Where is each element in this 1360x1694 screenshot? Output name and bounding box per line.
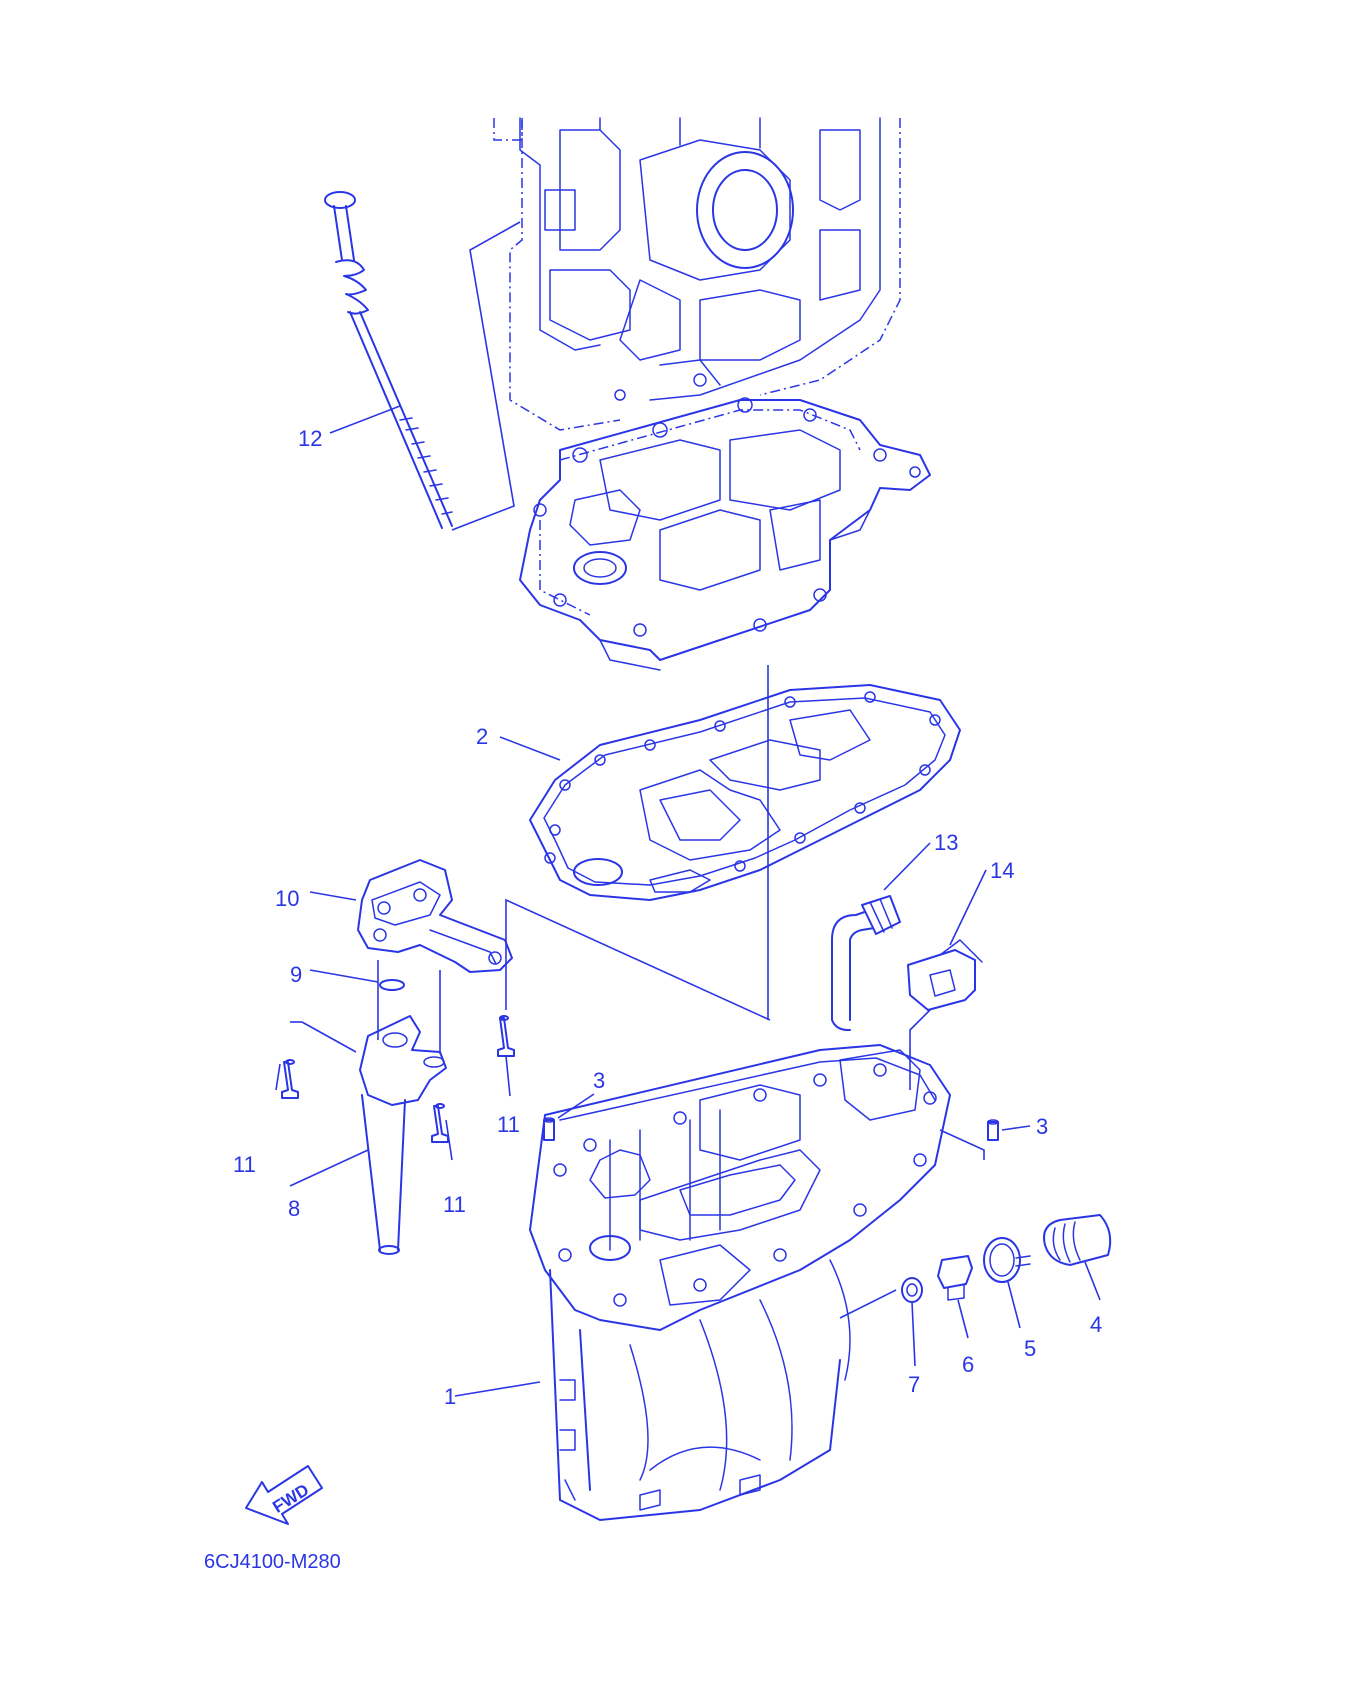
- callout-13: 13: [934, 830, 958, 855]
- callout-12: 12: [298, 426, 322, 451]
- gasket: [529, 665, 961, 1020]
- exhaust-guide-plate: [519, 397, 931, 671]
- diagram-code: 6CJ4100-M280: [204, 1551, 341, 1573]
- callout-11-center: 11: [497, 1112, 520, 1137]
- callout-6: 6: [962, 1352, 974, 1377]
- callout-9: 9: [290, 962, 302, 987]
- drain-parts: [839, 1214, 1112, 1367]
- callout-labels: 12 2 10 9 13 14 3 3 11 11 11 8 4 5 6 7 1: [233, 426, 1102, 1409]
- callout-3-right: 3: [1036, 1114, 1048, 1139]
- callout-10: 10: [275, 886, 299, 911]
- oil-strainer-assembly: [281, 859, 771, 1255]
- fwd-arrow-icon: FWD: [245, 1465, 323, 1525]
- callout-8: 8: [288, 1196, 300, 1221]
- callout-11-lower: 11: [443, 1192, 466, 1217]
- dipstick: [324, 191, 521, 531]
- callout-4: 4: [1090, 1312, 1102, 1337]
- callout-leaders: [275, 405, 987, 1187]
- callout-2: 2: [476, 724, 488, 749]
- callout-11-left: 11: [233, 1152, 256, 1177]
- callout-1: 1: [444, 1384, 456, 1409]
- callout-14: 14: [990, 858, 1014, 883]
- callout-5: 5: [1024, 1336, 1036, 1361]
- callout-3-left: 3: [593, 1068, 605, 1093]
- callout-7: 7: [908, 1372, 920, 1397]
- pipe-and-connector: [831, 895, 983, 1090]
- engine-block-outline: [493, 117, 901, 431]
- oil-pan: [454, 1044, 951, 1521]
- dowel-pins: [543, 1093, 1031, 1160]
